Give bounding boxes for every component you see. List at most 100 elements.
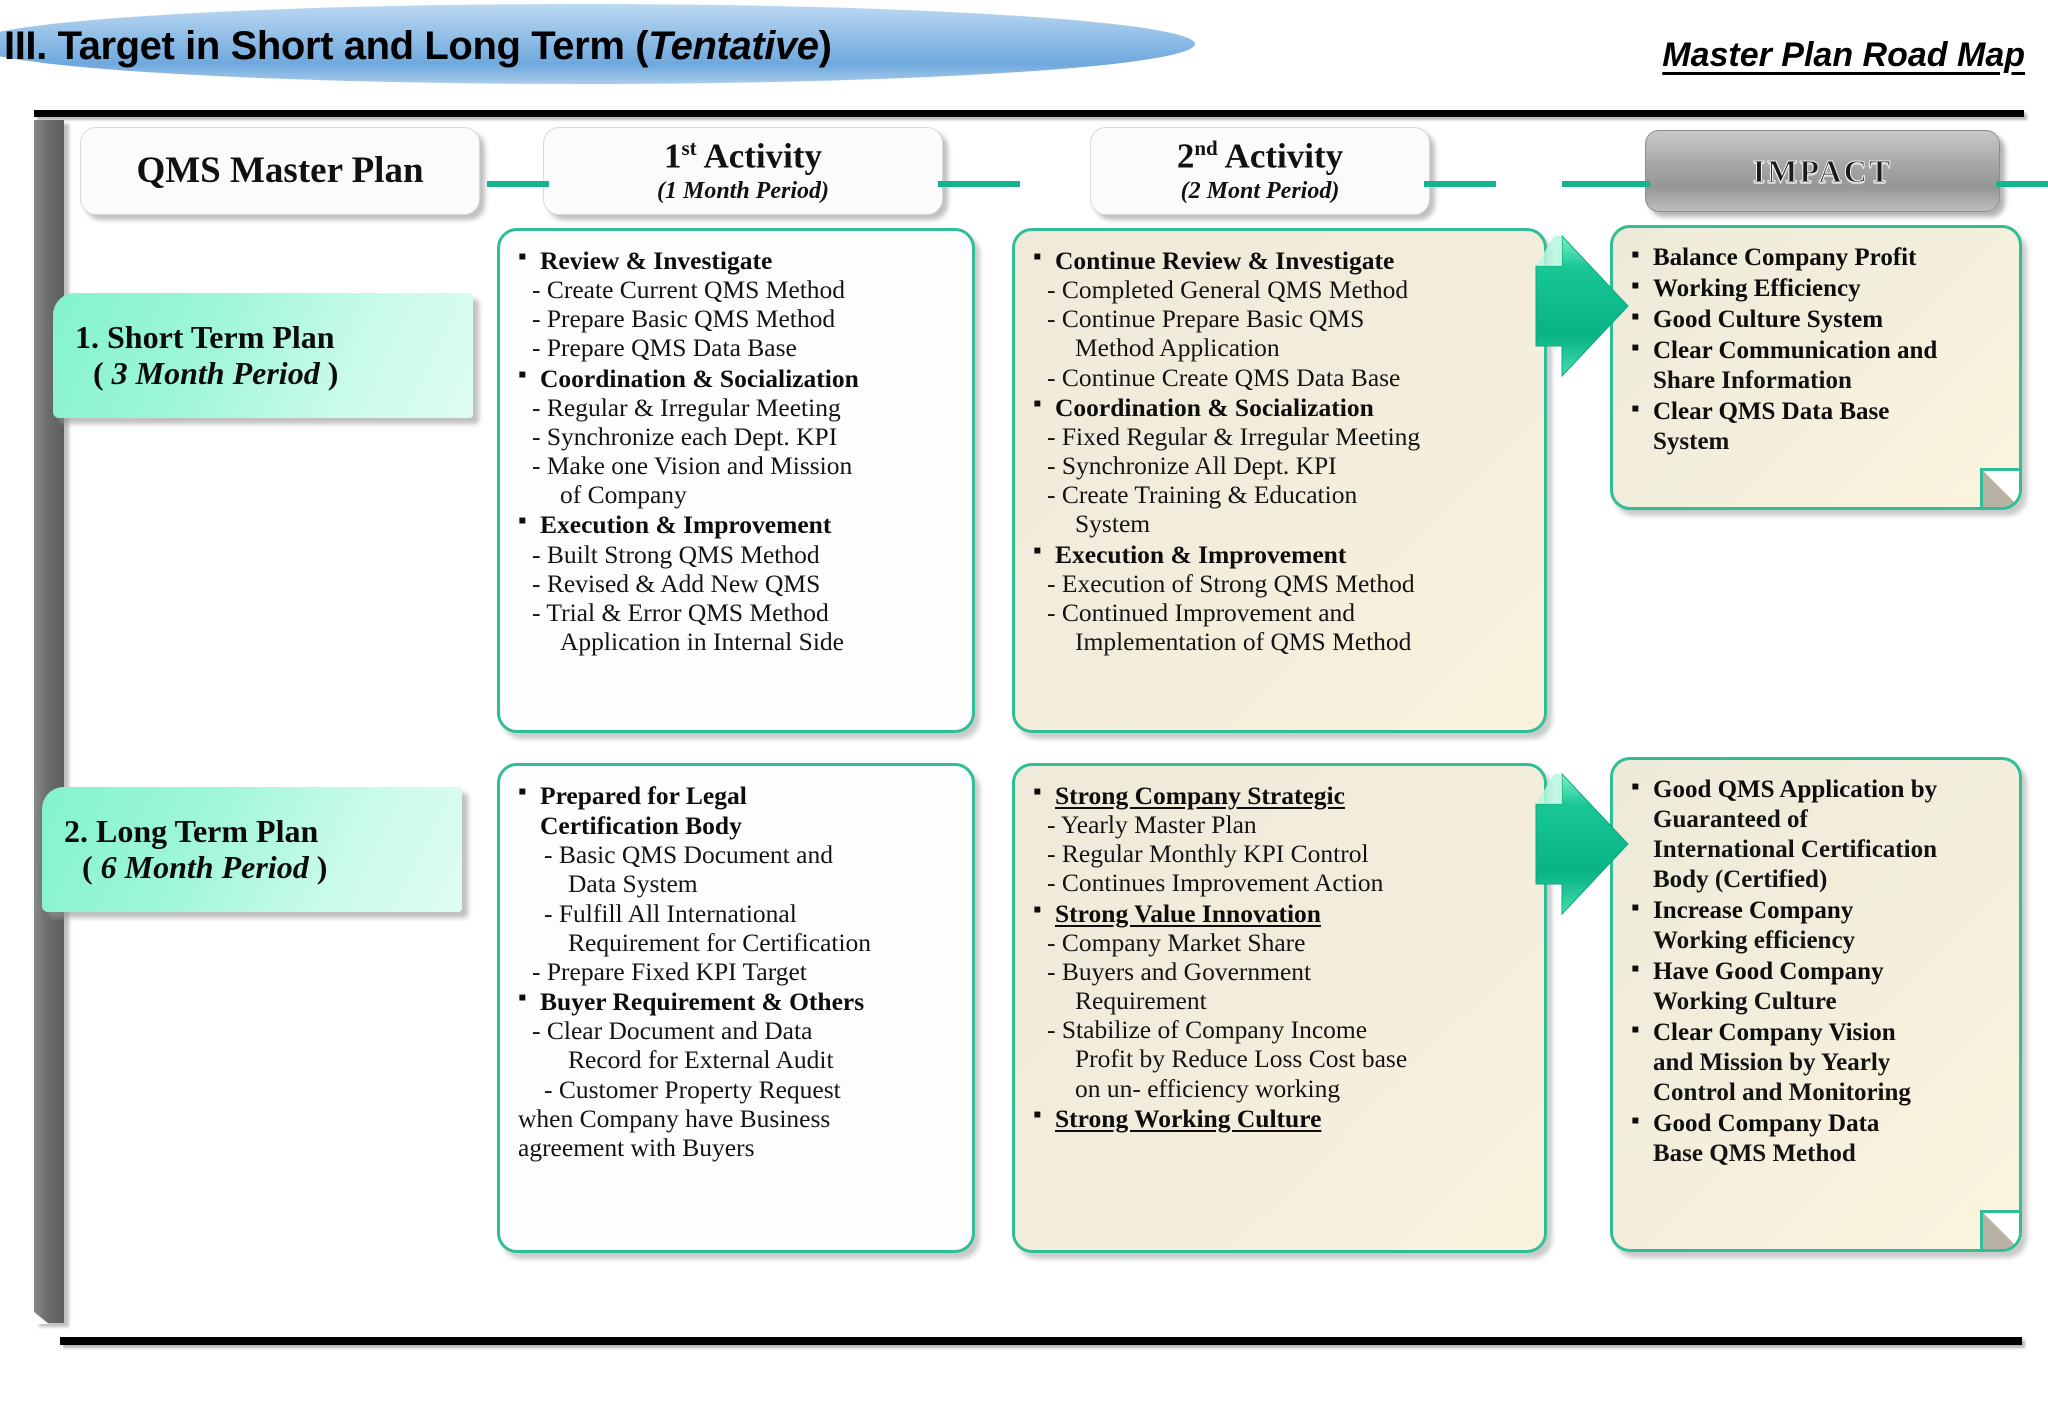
bullet-continuation: Working Culture	[1653, 988, 1837, 1015]
bullet-continuation: International Certification	[1653, 836, 1937, 863]
bullet-continuation: Profit by Reduce Loss Cost base	[1075, 1044, 1408, 1074]
bullet-continuation: of Company	[560, 480, 687, 510]
bullet-heading: Execution & Improvement	[518, 508, 956, 539]
bullet-continuation: Record for External Audit	[568, 1045, 834, 1075]
column-header-label: 2nd Activity	[1177, 137, 1343, 175]
bullet-list: Balance Company ProfitWorking Efficiency…	[1631, 241, 2003, 457]
content-box-row1-activity2[interactable]: Continue Review & Investigate- Completed…	[1012, 228, 1547, 733]
arrow-right-row2	[1528, 770, 1636, 918]
bullet-subitem: - Completed General QMS Method	[1047, 275, 1409, 305]
bullet-heading: Coordination & Socialization	[1033, 391, 1528, 422]
bullet-heading-continuation: Certification Body	[518, 811, 956, 840]
connector-line-1	[487, 181, 549, 187]
column-header-2nd-activity[interactable]: 2nd Activity (2 Mont Period)	[1090, 127, 1430, 215]
bullet-heading: Good Company Data	[1631, 1107, 2003, 1139]
bullet-heading-text: Prepared for Legal	[540, 781, 747, 810]
bullet-subitem: - Synchronize All Dept. KPI	[1047, 451, 1337, 481]
content-box-row1-activity1[interactable]: Review & Investigate- Create Current QMS…	[497, 228, 975, 733]
phase-period-open: (	[93, 354, 112, 391]
bullet-heading-text: Execution & Improvement	[1055, 539, 1347, 569]
bullet-subitem: - Execution of Strong QMS Method	[1047, 568, 1415, 598]
phase-title: 2. Long Term Plan	[64, 812, 319, 849]
bullet-heading-text: Clear Communication and	[1653, 337, 1938, 364]
column-header-impact[interactable]: IMPACT	[1645, 130, 2000, 212]
bullet-subitem: - Yearly Master Plan	[1047, 810, 1257, 840]
bullet-heading-underlined: Strong Working Culture	[1033, 1102, 1528, 1133]
content-box-row2-activity2[interactable]: Strong Company Strategic- Yearly Master …	[1012, 763, 1547, 1253]
bullet-continuation: Base QMS Method	[1653, 1140, 1856, 1167]
bullet-continuation: agreement with Buyers	[518, 1132, 755, 1162]
bullet-heading: Clear Company Vision	[1631, 1016, 2003, 1048]
bullet-continuation: Control and Monitoring	[1653, 1079, 1911, 1106]
bullet-heading-text: Strong Value Innovation	[1055, 898, 1321, 928]
ordinal-suffix: st	[681, 136, 697, 161]
bullet-heading: Review & Investigate	[518, 244, 956, 275]
bullet-heading-text: Good QMS Application by	[1653, 776, 1938, 803]
phase-period: ( 6 Month Period )	[64, 848, 462, 886]
bullet-heading-text: Review & Investigate	[540, 246, 773, 275]
connector-line-3	[1424, 181, 1496, 187]
bullet-heading: Prepared for Legal	[518, 779, 956, 810]
bullet-continuation: Data System	[568, 869, 698, 899]
bullet-subitem: - Synchronize each Dept. KPI	[532, 421, 838, 451]
bullet-heading: Increase Company	[1631, 894, 2003, 926]
bullet-subitem: - Revised & Add New QMS	[532, 568, 821, 598]
bullet-continuation: Requirement	[1075, 986, 1207, 1016]
bullet-subitem: - Regular Monthly KPI Control	[1047, 839, 1369, 869]
bullet-heading-text: Working Efficiency	[1653, 275, 1861, 302]
bullet-subitem: - Continue Create QMS Data Base	[1047, 362, 1401, 392]
phase-label-long-term[interactable]: 2. Long Term Plan ( 6 Month Period )	[42, 787, 462, 912]
bullet-subitem: - Basic QMS Document and	[544, 840, 833, 870]
folded-corner-icon	[1980, 1210, 2019, 1249]
bullet-subitem: - Prepare Fixed KPI Target	[532, 956, 807, 986]
phase-period-value: 6 Month Period	[100, 848, 309, 885]
phase-label-short-term[interactable]: 1. Short Term Plan ( 3 Month Period )	[53, 293, 473, 418]
bullet-continuation: System	[1075, 509, 1151, 539]
bullet-heading: Good Culture System	[1631, 303, 2003, 335]
bullet-heading: Clear Communication and	[1631, 334, 2003, 366]
bullet-continuation: when Company have Business	[518, 1103, 831, 1133]
content-box-row2-impact[interactable]: Good QMS Application by Guaranteed of Inte…	[1610, 757, 2022, 1252]
bullet-subitem: - Create Training & Education	[1047, 480, 1358, 510]
bullet-continuation: Working efficiency	[1653, 927, 1856, 954]
bullet-subitem: - Prepare QMS Data Base	[532, 333, 797, 363]
bullet-heading-text: Buyer Requirement & Others	[540, 987, 865, 1017]
bullet-subitem: - Continue Prepare Basic QMS	[1047, 304, 1365, 334]
phase-title: 1. Short Term Plan	[75, 318, 335, 355]
bullet-heading-underlined: Strong Value Innovation	[1033, 897, 1528, 928]
bullet-continuation: Body (Certified)	[1653, 866, 1828, 893]
column-header-1st-activity[interactable]: 1st Activity (1 Month Period)	[543, 127, 943, 215]
bullet-list: Good QMS Application by Guaranteed of Inte…	[1631, 773, 2003, 1169]
bullet-continuation: Application in Internal Side	[560, 627, 844, 657]
bullet-heading-text: Clear Company Vision	[1653, 1019, 1896, 1046]
column-header-sublabel: (1 Month Period)	[656, 177, 829, 204]
bullet-heading: Balance Company Profit	[1631, 241, 2003, 273]
bullet-subitem: - Prepare Basic QMS Method	[532, 304, 836, 334]
bullet-subitem: - Regular & Irregular Meeting	[532, 392, 841, 422]
title-banner-ellipse	[0, 4, 1195, 84]
bullet-heading: Execution & Improvement	[1033, 538, 1528, 569]
column-header-label: 1st Activity	[664, 137, 822, 175]
bullet-list: Review & Investigate- Create Current QMS…	[518, 244, 956, 657]
connector-line-2	[938, 181, 1020, 187]
folded-corner-icon	[1980, 468, 2019, 507]
bullet-continuation: Guaranteed of	[1653, 806, 1808, 833]
bullet-subitem: - Customer Property Request	[544, 1074, 841, 1104]
bullet-list: Strong Company Strategic- Yearly Master …	[1033, 779, 1528, 1133]
bullet-heading: Good QMS Application by	[1631, 773, 2003, 805]
bullet-subitem: - Create Current QMS Method	[532, 275, 846, 305]
bullet-heading-text: Continue Review & Investigate	[1055, 246, 1395, 275]
page-title-close: )	[818, 24, 832, 68]
bullet-continuation: System	[1653, 428, 1730, 455]
connector-line-5	[1996, 181, 2048, 187]
column-header-qms-master-plan[interactable]: QMS Master Plan	[80, 127, 480, 215]
column-header-label: IMPACT	[1752, 152, 1893, 189]
phase-period-close: )	[319, 354, 339, 391]
bullet-heading-text: Good Company Data	[1653, 1110, 1880, 1137]
bullet-heading-text: Clear QMS Data Base	[1653, 398, 1890, 425]
bullet-subitem: - Fulfill All International	[544, 898, 797, 928]
bullet-subitem: - Continues Improvement Action	[1047, 868, 1384, 898]
page-subtitle: Master Plan Road Map	[1662, 36, 2025, 74]
content-box-row1-impact[interactable]: Balance Company ProfitWorking Efficiency…	[1610, 225, 2022, 510]
